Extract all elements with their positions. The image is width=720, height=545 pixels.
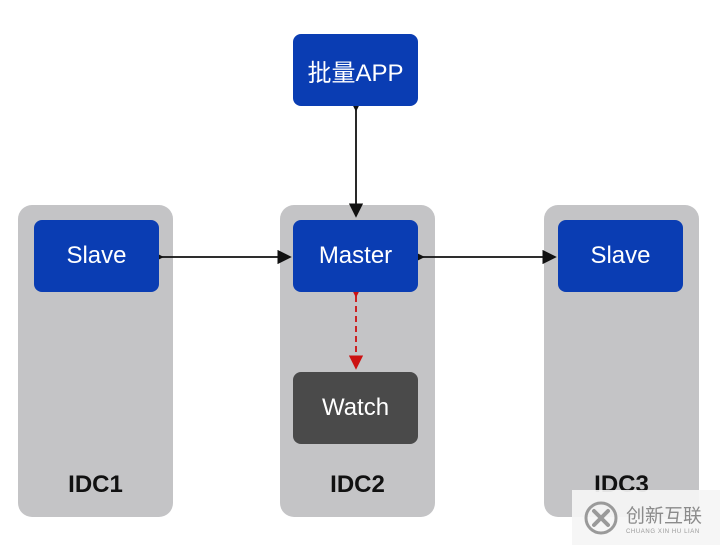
chuangxin-logo-icon — [584, 501, 618, 535]
idc1-label: IDC1 — [68, 471, 123, 498]
watch-node: Watch — [293, 372, 418, 444]
master-node: Master — [293, 220, 418, 292]
batch-app-node: 批量APP — [293, 34, 418, 106]
slave-node-left: Slave — [34, 220, 159, 292]
idc2-label: IDC2 — [330, 471, 385, 498]
watermark: 创新互联 CHUANG XIN HU LIAN — [572, 490, 720, 545]
watermark-text: 创新互联 — [626, 504, 703, 527]
watermark-subtext: CHUANG XIN HU LIAN — [626, 528, 700, 535]
slave-node-right: Slave — [558, 220, 683, 292]
